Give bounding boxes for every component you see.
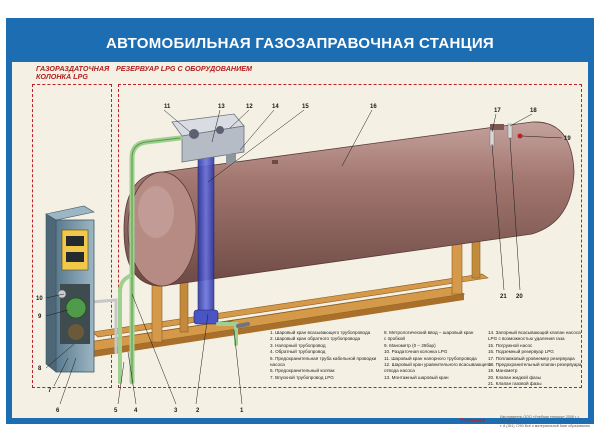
legend-item: 2. Шаровый кран обратного трубопровода [270,336,361,342]
legend-item: 6. Предохранительный колпак [270,368,335,374]
legend-item: 7. Впускной трубопровод LPG [270,374,334,380]
leader-lines [45,109,563,405]
legend-item: 8. Метрологический ввод – шаровый кран [384,330,474,335]
legend-item: 12. Шаровый кран уравнительного всасываю… [384,362,491,368]
poster-title: АВТОМОБИЛЬНАЯ ГАЗОЗАПРАВОЧНАЯ СТАНЦИЯ [105,34,495,52]
callout-4: 4 [134,408,138,414]
legend-item: с пробкой [384,336,405,342]
title-bar: АВТОМОБИЛЬНАЯ ГАЗОЗАПРАВОЧНАЯ СТАНЦИЯ [12,24,588,62]
dispenser-dashed-region [32,84,112,388]
legend-item: 19. Манометр [488,368,518,374]
callout-1: 1 [240,408,244,414]
lpg-tank [123,121,575,287]
callout-7: 7 [48,388,52,394]
legend-column-1: 1. Шаровый кран всасывающего трубопровод… [270,330,376,381]
legend-item: 18. Предохранительный клапан резервуара [488,362,582,368]
top-valve-block [171,113,245,164]
legend-item: отвода насоса [384,368,415,374]
callout-12: 12 [246,104,253,110]
installation-illustration: 11 13 12 14 15 16 17 18 19 21 20 10 9 8 … [36,104,575,414]
legend-item: 11. Шаровый кран напорного трубопровода [384,355,477,361]
callout-8: 8 [38,366,42,372]
legend-item: 15. Погружной насос [488,342,533,348]
base-frame [60,229,489,360]
callout-20: 20 [516,294,523,300]
legend-item: 3. Напорный трубопровод [270,342,326,348]
legend-item: 17. Поплавковый уровнемер резервуара [488,355,575,361]
callout-9: 9 [38,314,42,320]
callout-18: 18 [530,108,537,114]
callout-19: 19 [564,136,571,142]
lpg-dispenser [45,205,95,373]
callout-6: 6 [56,408,60,414]
poster: АВТОМОБИЛЬНАЯ ГАЗОЗАПРАВОЧНАЯ СТАНЦИЯ ГА… [6,18,594,428]
dispenser-label-line1: ГАЗОРАЗДАТОЧНАЯ [36,64,110,73]
legend-item: 13. Монтажный шаровый кран [384,374,449,380]
publisher-logo: Учтехника [460,418,486,424]
callout-10: 10 [36,296,43,302]
callout-5: 5 [114,408,118,414]
callout-21: 21 [500,294,507,300]
callout-11: 11 [164,104,171,110]
pipelines [90,135,250,385]
callout-13: 13 [218,104,225,110]
callout-16: 16 [370,104,377,110]
callout-15: 15 [302,104,309,110]
legend-column-3: 14. Запорный всасывающий клапан насоса L… [488,330,581,388]
callout-2: 2 [196,408,200,414]
callout-17: 17 [494,108,501,114]
legend-item: LPG с возможностью удаления газа [488,336,565,342]
legend-item: 10. Раздаточная колонка LPG [384,349,448,355]
legend-item: 21. Клапан газовой фазы [488,381,542,387]
dispenser-label-line2: КОЛОНКА LPG [36,72,88,81]
callout-numbers: 11 13 12 14 15 16 17 18 19 21 20 10 9 8 … [36,104,571,414]
publisher-note: Изготовитель ООО «Учебная техника» 2008 … [500,415,590,428]
tank-dashed-region [118,84,582,388]
legend-item: 20. Клапан жидкой фазы [488,374,541,380]
callout-14: 14 [272,104,279,110]
dispenser-section-label: ГАЗОРАЗДАТОЧНАЯ КОЛОНКА LPG [36,65,109,81]
tank-section-label: РЕЗЕРВУАР LPG С ОБОРУДОВАНИЕМ [116,64,253,73]
legend-item: 1. Шаровый кран всасывающего трубопровод… [270,330,371,335]
callout-3: 3 [174,408,178,414]
legend-item: насоса [270,362,285,368]
legend-item: 9. Манометр (0 – 25бар) [384,342,436,348]
legend-column-2: 8. Метрологический ввод – шаровый кран с… [384,330,491,381]
legend-item: 4. Обратный трубопровод [270,349,326,355]
legend-item: 14. Запорный всасывающий клапан насоса [488,330,581,335]
legend-item: 5. Предохранительная труба кабельной про… [270,355,377,361]
legend-item: 16. Подземный резервуар LPG [488,349,554,355]
